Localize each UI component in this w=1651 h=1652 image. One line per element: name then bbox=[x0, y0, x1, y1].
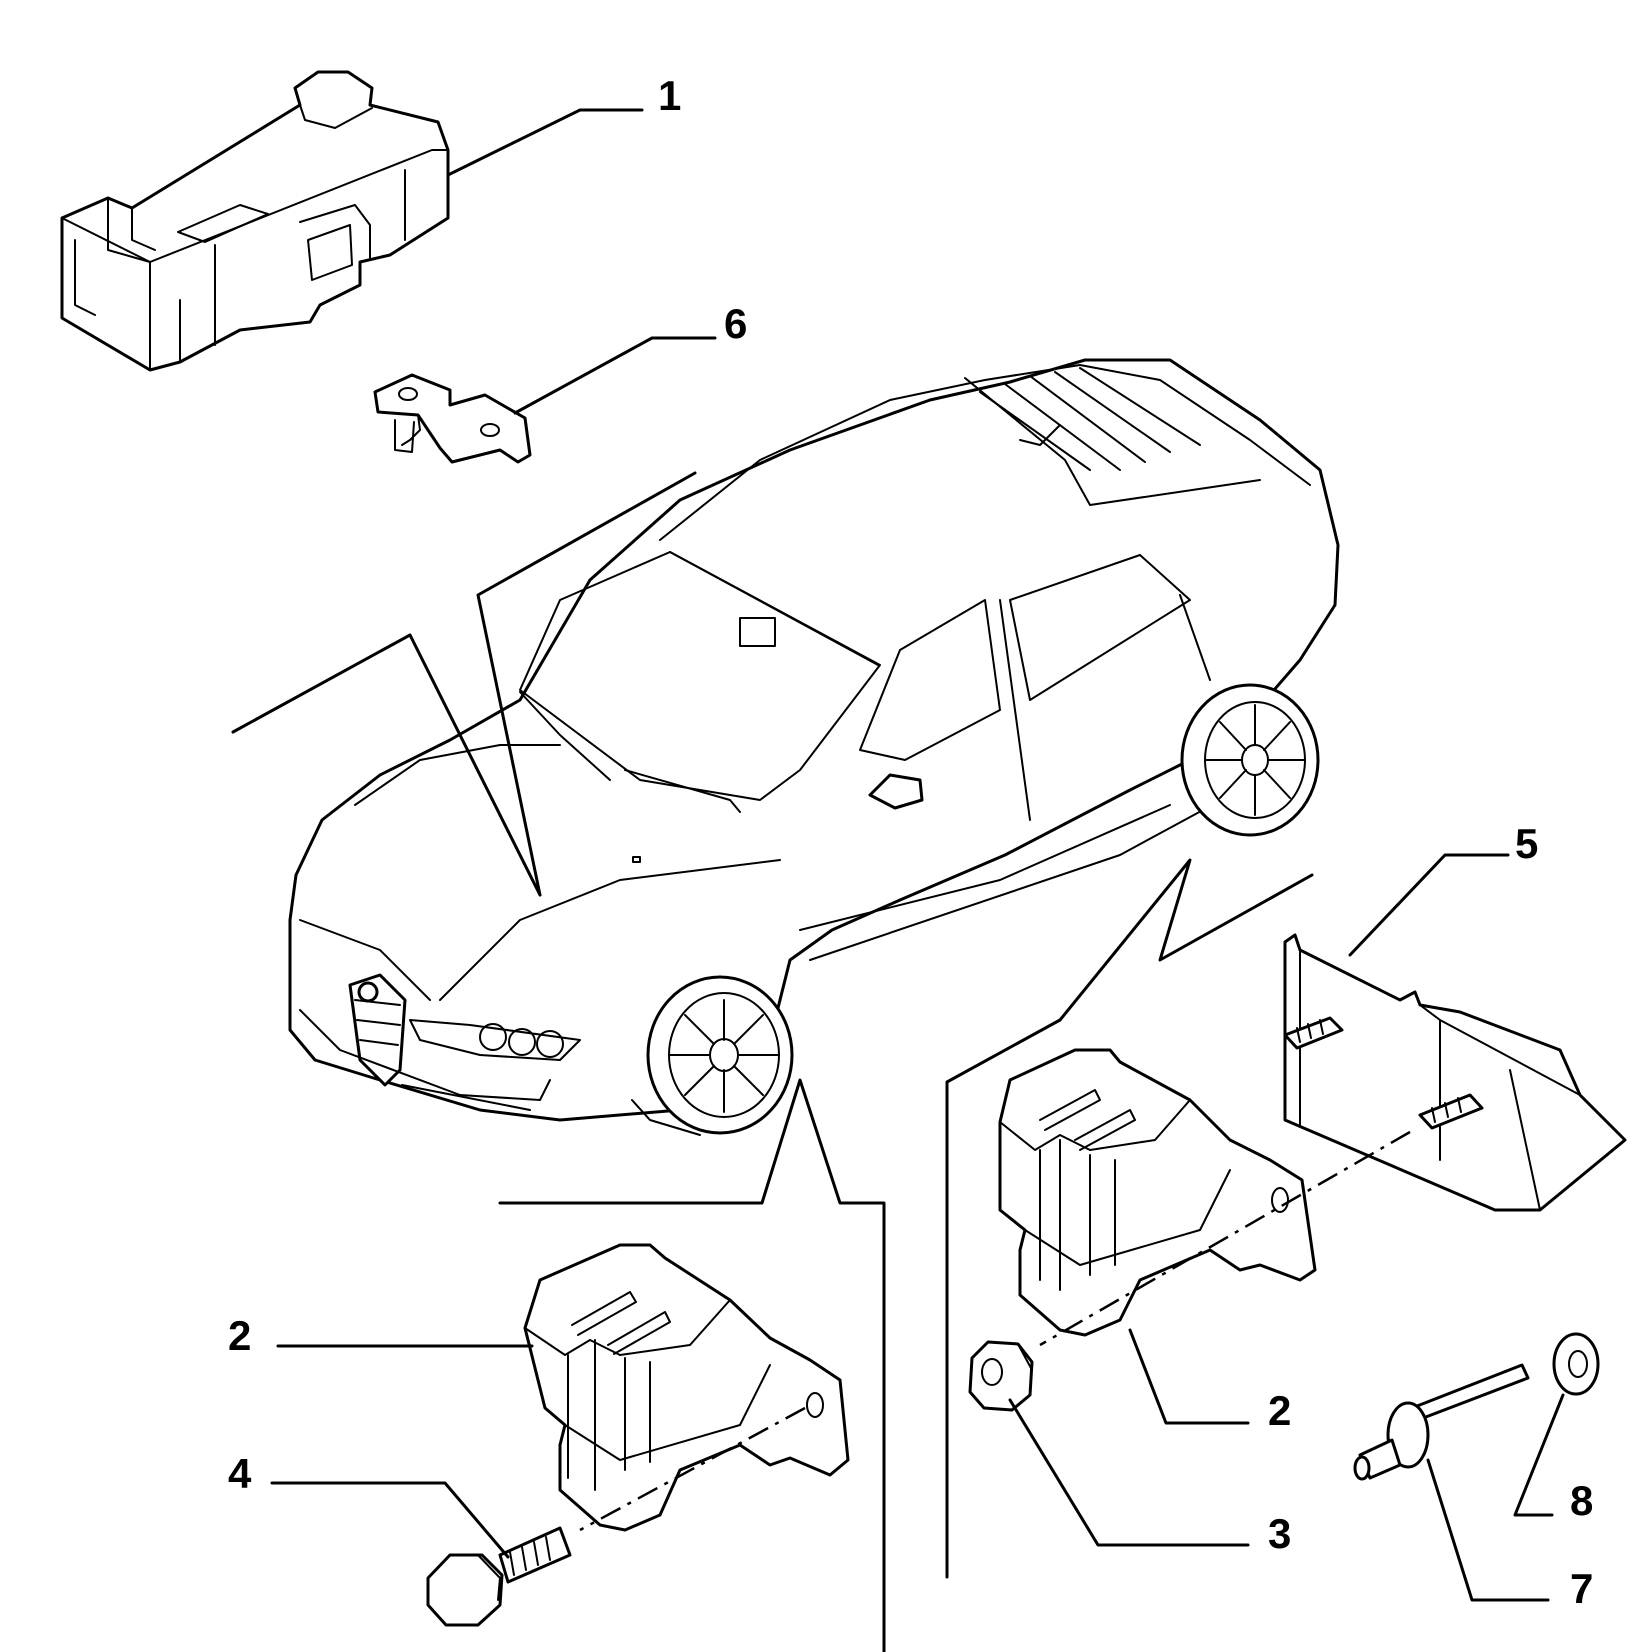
part-8-washer bbox=[1552, 1332, 1600, 1396]
part-1-control-module bbox=[60, 70, 450, 372]
part-4-bolt bbox=[426, 1526, 572, 1627]
car-illustration bbox=[288, 358, 1340, 1136]
callout-7: 7 bbox=[1570, 1565, 1593, 1612]
callout-4: 4 bbox=[228, 1450, 252, 1497]
location-pointer-lines bbox=[231, 471, 1314, 1652]
part-2-sensor-left bbox=[523, 1243, 850, 1532]
callout-6: 6 bbox=[724, 300, 747, 347]
part-7-stud-bolt bbox=[1353, 1363, 1530, 1481]
assembly-axes bbox=[579, 1130, 1411, 1532]
part-3-nut bbox=[968, 1340, 1034, 1412]
callout-5: 5 bbox=[1515, 820, 1538, 867]
callout-1: 1 bbox=[658, 72, 681, 119]
part-2-sensor-right bbox=[998, 1048, 1317, 1337]
callout-8: 8 bbox=[1570, 1477, 1593, 1524]
part-6-bracket bbox=[373, 373, 532, 464]
callout-labels: 1 6 5 2 4 2 3 8 7 bbox=[228, 72, 1593, 1612]
callout-leaders bbox=[270, 108, 1565, 1602]
part-5-mounting-plate bbox=[1283, 933, 1627, 1212]
callout-3: 3 bbox=[1268, 1510, 1291, 1557]
callout-2-right: 2 bbox=[1268, 1387, 1291, 1434]
callout-2-left: 2 bbox=[228, 1312, 251, 1359]
